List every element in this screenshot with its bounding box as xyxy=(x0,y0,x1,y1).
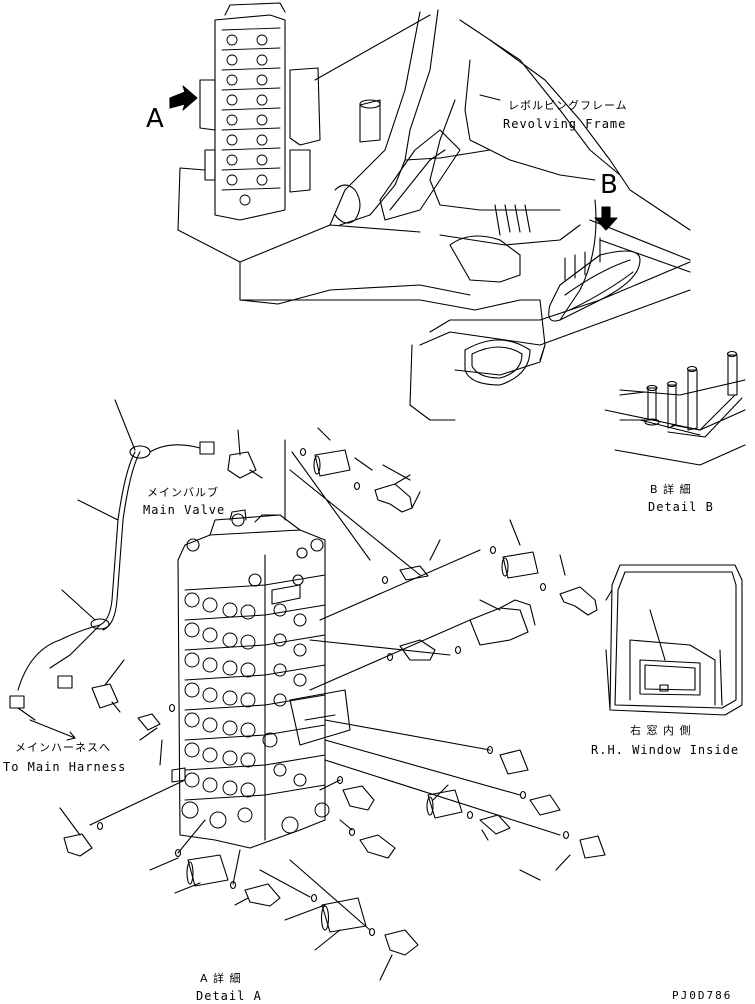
detail-a-label-en: Detail A xyxy=(196,989,262,1003)
main-harness-label-jp: メインハーネスへ xyxy=(15,741,111,754)
revolving-frame-label-jp: レボルビングフレーム xyxy=(508,99,628,112)
detail-b-drawing xyxy=(604,350,746,466)
main-valve-detail-drawing xyxy=(171,509,351,849)
detail-a-label-jp: A 詳 細 xyxy=(200,972,242,985)
window-label-en: R.H. Window Inside xyxy=(591,743,740,757)
revolving-frame-drawing xyxy=(177,9,691,421)
view-arrow-a xyxy=(169,85,198,111)
drawing-code: PJ0D786 xyxy=(672,989,733,1002)
main-harness-label-en: To Main Harness xyxy=(3,760,127,774)
view-b-label: B xyxy=(600,170,618,200)
view-arrow-b xyxy=(594,206,618,231)
window-label-jp: 右 窓 内 側 xyxy=(630,724,692,737)
revolving-frame-label-en: Revolving Frame xyxy=(503,117,627,131)
detail-b-label-jp: B 詳 細 xyxy=(650,483,692,496)
wiring-harness xyxy=(9,399,263,741)
detail-b-label-en: Detail B xyxy=(648,500,714,514)
main-valve-label-en: Main Valve xyxy=(143,503,226,517)
exploded-fittings xyxy=(59,427,606,981)
view-a-label: A xyxy=(146,104,164,134)
main-valve-label-jp: メインバルブ xyxy=(147,486,219,499)
main-valve-top-view xyxy=(199,2,321,221)
cab-window-drawing xyxy=(605,564,743,716)
